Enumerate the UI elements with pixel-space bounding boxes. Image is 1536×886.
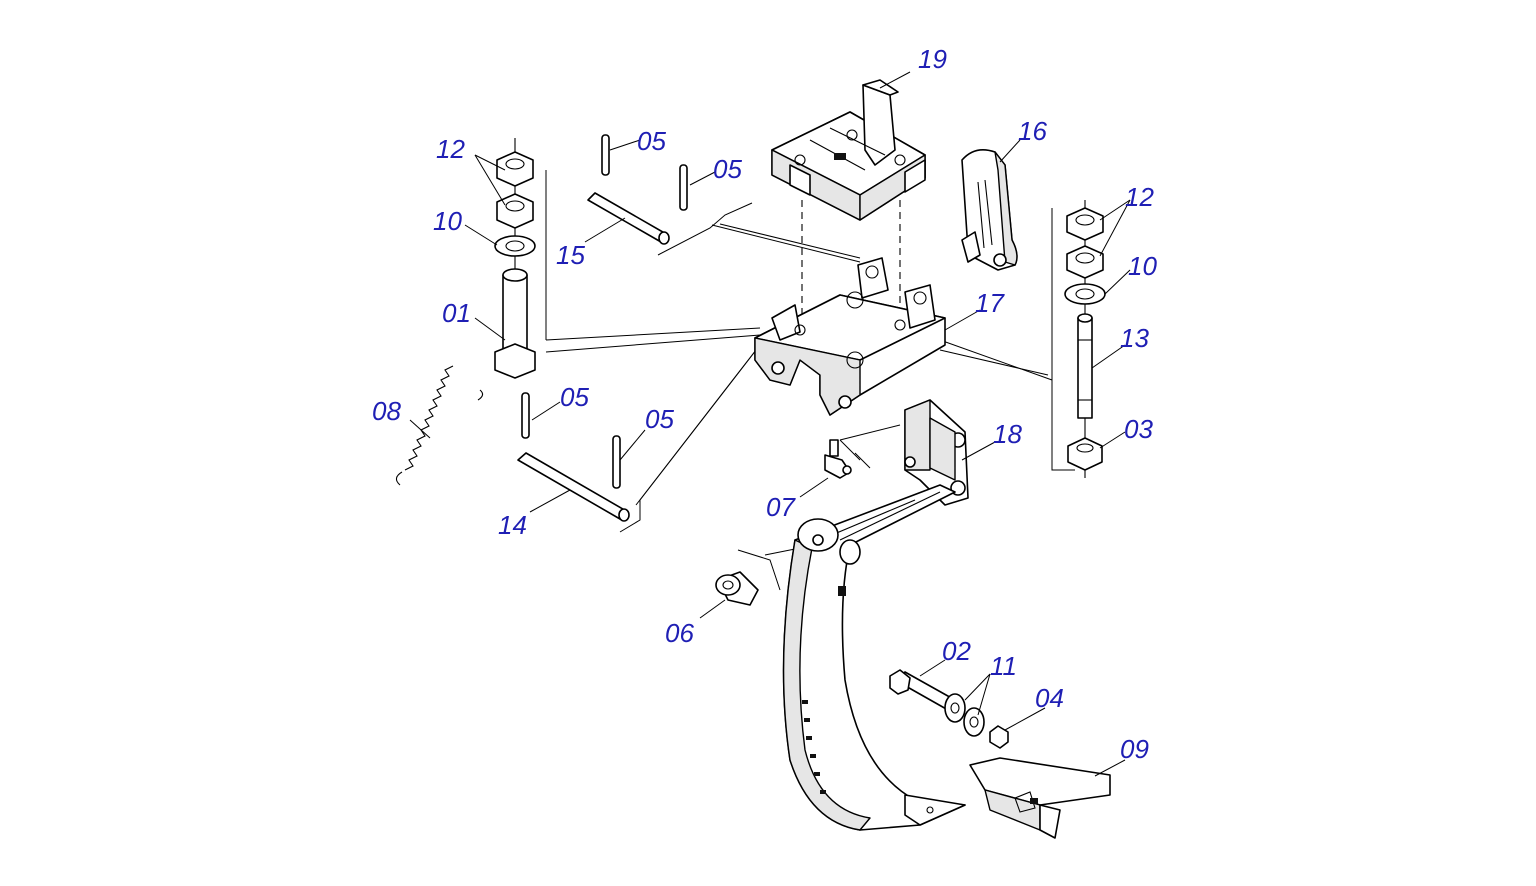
left-bolt-stack: [494, 138, 536, 379]
callout-08: 09: [1120, 734, 1149, 764]
main-clamp-body: [754, 257, 946, 416]
callout-leaders: [409, 71, 1131, 777]
assembly-lines: [545, 170, 1075, 591]
callout-05-mid-a: 05: [560, 382, 589, 412]
callout-04: 04: [1035, 683, 1064, 713]
grease-fitting-06: [715, 571, 759, 606]
callout-labels: 12 10 01 05 05 15 19 16 17 12 10 13 03 0…: [372, 44, 1157, 764]
callout-19: 19: [918, 44, 947, 74]
callout-10-left: 10: [433, 206, 462, 236]
bracket-arm: [961, 149, 1018, 271]
callout-10-right: 10: [1128, 251, 1157, 281]
callout-02: 02: [942, 636, 971, 666]
callout-16: 16: [1018, 116, 1047, 146]
clamp-top-plate: [771, 79, 926, 221]
shank-bolt-set: [889, 669, 1009, 749]
callout-05-mid-b: 05: [645, 404, 674, 434]
callout-13: 13: [1120, 323, 1149, 353]
callout-14: 14: [498, 510, 527, 540]
curved-shank: [782, 484, 966, 831]
callout-07: 07: [766, 492, 796, 522]
callout-17: 17: [975, 288, 1005, 318]
callout-18: 18: [993, 419, 1022, 449]
callout-05-top-b: 05: [713, 154, 742, 184]
pivot-pins: [517, 192, 670, 522]
callout-15: 15: [556, 240, 585, 270]
callout-06: 06: [665, 618, 694, 648]
callout-01: 01: [442, 298, 471, 328]
grease-fitting-07: [824, 439, 852, 479]
callout-12-right: 12: [1125, 182, 1154, 212]
callout-09: 08: [372, 396, 401, 426]
roll-pins: [521, 134, 688, 489]
tip-share: [969, 757, 1111, 839]
callout-03: 03: [1124, 414, 1153, 444]
callout-11: 11: [990, 651, 1017, 681]
right-bolt-stack: [1064, 200, 1106, 478]
callout-05-top-a: 05: [637, 126, 666, 156]
tension-spring: [395, 365, 484, 486]
callout-12-left: 12: [436, 134, 465, 164]
pivot-bracket: [904, 399, 969, 506]
